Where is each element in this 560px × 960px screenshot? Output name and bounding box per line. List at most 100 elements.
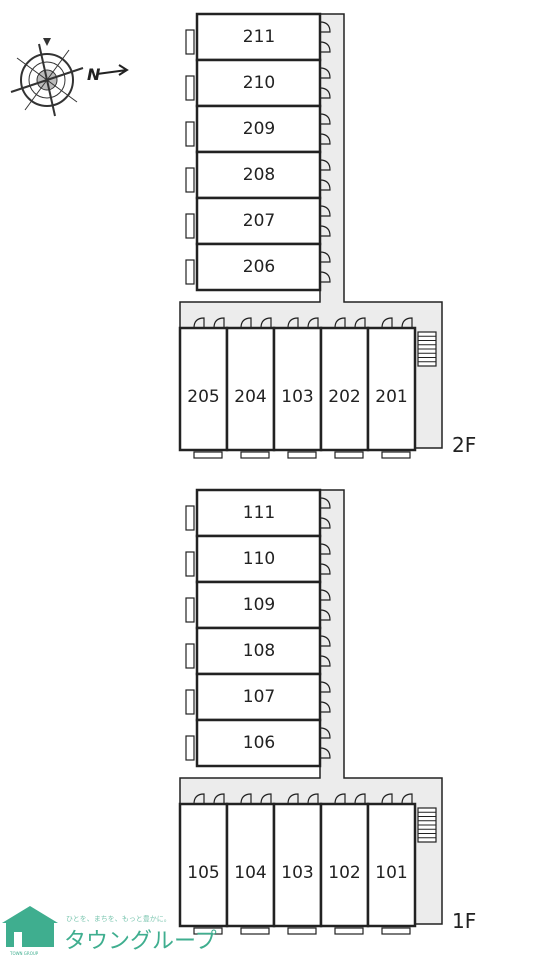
balcony [193,451,223,459]
door-icon [319,21,331,33]
unit-number: 209 [243,119,275,139]
balcony [185,505,195,531]
unit-room [366,326,417,452]
balcony [287,927,317,935]
unit-102: 102 [319,793,370,935]
balcony [193,927,223,935]
door-icon [319,225,331,237]
door-icon [287,793,299,805]
unit-103: 103 [272,793,323,935]
house-logo-icon: TOWN GROUP [2,906,58,956]
balcony [334,927,364,935]
balcony [240,451,270,459]
door-icon [319,67,331,79]
unit-101: 101 [366,793,417,935]
unit-110: 110 [185,534,331,584]
unit-room [366,802,417,928]
door-icon [319,497,331,509]
door-icon [319,563,331,575]
door-icon [319,251,331,263]
unit-number: 110 [243,549,275,569]
floor-label: 1F [452,909,476,933]
unit-room [195,672,322,722]
balcony [185,643,195,669]
stairs-icon [417,807,437,843]
balcony [381,927,411,935]
balcony [381,451,411,459]
unit-211: 211 [185,12,331,62]
door-icon [319,205,331,217]
unit-111: 111 [185,488,331,538]
unit-room [319,326,370,452]
unit-number: 210 [243,73,275,93]
unit-room [178,802,229,928]
unit-number: 103 [281,387,313,407]
north-label: N [87,65,101,84]
unit-room [195,196,322,246]
door-icon [401,317,413,329]
door-icon [401,793,413,805]
unit-104: 104 [225,793,276,935]
unit-room [272,802,323,928]
stairs-icon [417,331,437,367]
unit-number: 205 [187,387,219,407]
unit-208: 208 [185,150,331,200]
door-icon [287,317,299,329]
door-icon [319,589,331,601]
balcony [185,689,195,715]
unit-number: 207 [243,211,275,231]
unit-number: 201 [375,387,407,407]
logo-name: タウングループ [64,929,217,954]
door-icon [319,159,331,171]
unit-room [272,326,323,452]
door-icon [334,793,346,805]
door-icon [260,317,272,329]
door-icon [319,655,331,667]
balcony [185,167,195,193]
door-icon [240,317,252,329]
unit-207: 207 [185,196,331,246]
unit-room [195,580,322,630]
unit-room [195,58,322,108]
unit-number: 204 [234,387,266,407]
door-icon [319,635,331,647]
unit-number: 104 [234,863,266,883]
unit-number: 108 [243,641,275,661]
unit-204: 204 [225,317,276,459]
door-icon [354,317,366,329]
company-logo: TOWN GROUP ひとを、まちを、もっと豊かに。 タウングループ [2,906,217,956]
unit-107: 107 [185,672,331,722]
door-icon [319,701,331,713]
unit-room [195,488,322,538]
balcony [185,121,195,147]
door-icon [319,41,331,53]
unit-108: 108 [185,626,331,676]
unit-209: 209 [185,104,331,154]
unit-room [178,326,229,452]
door-icon [260,793,272,805]
balcony [287,451,317,459]
unit-106: 106 [185,718,331,768]
unit-number: 206 [243,257,275,277]
balcony [185,597,195,623]
door-icon [307,317,319,329]
balcony [185,259,195,285]
unit-number: 102 [328,863,360,883]
door-icon [213,793,225,805]
balcony [185,735,195,761]
compass-rose-icon [10,38,84,117]
balcony [185,551,195,577]
door-icon [319,133,331,145]
unit-number: 101 [375,863,407,883]
door-icon [319,179,331,191]
unit-210: 210 [185,58,331,108]
unit-109: 109 [185,580,331,630]
unit-room [195,12,322,62]
balcony [185,213,195,239]
door-icon [319,543,331,555]
door-icon [319,681,331,693]
door-icon [319,271,331,283]
